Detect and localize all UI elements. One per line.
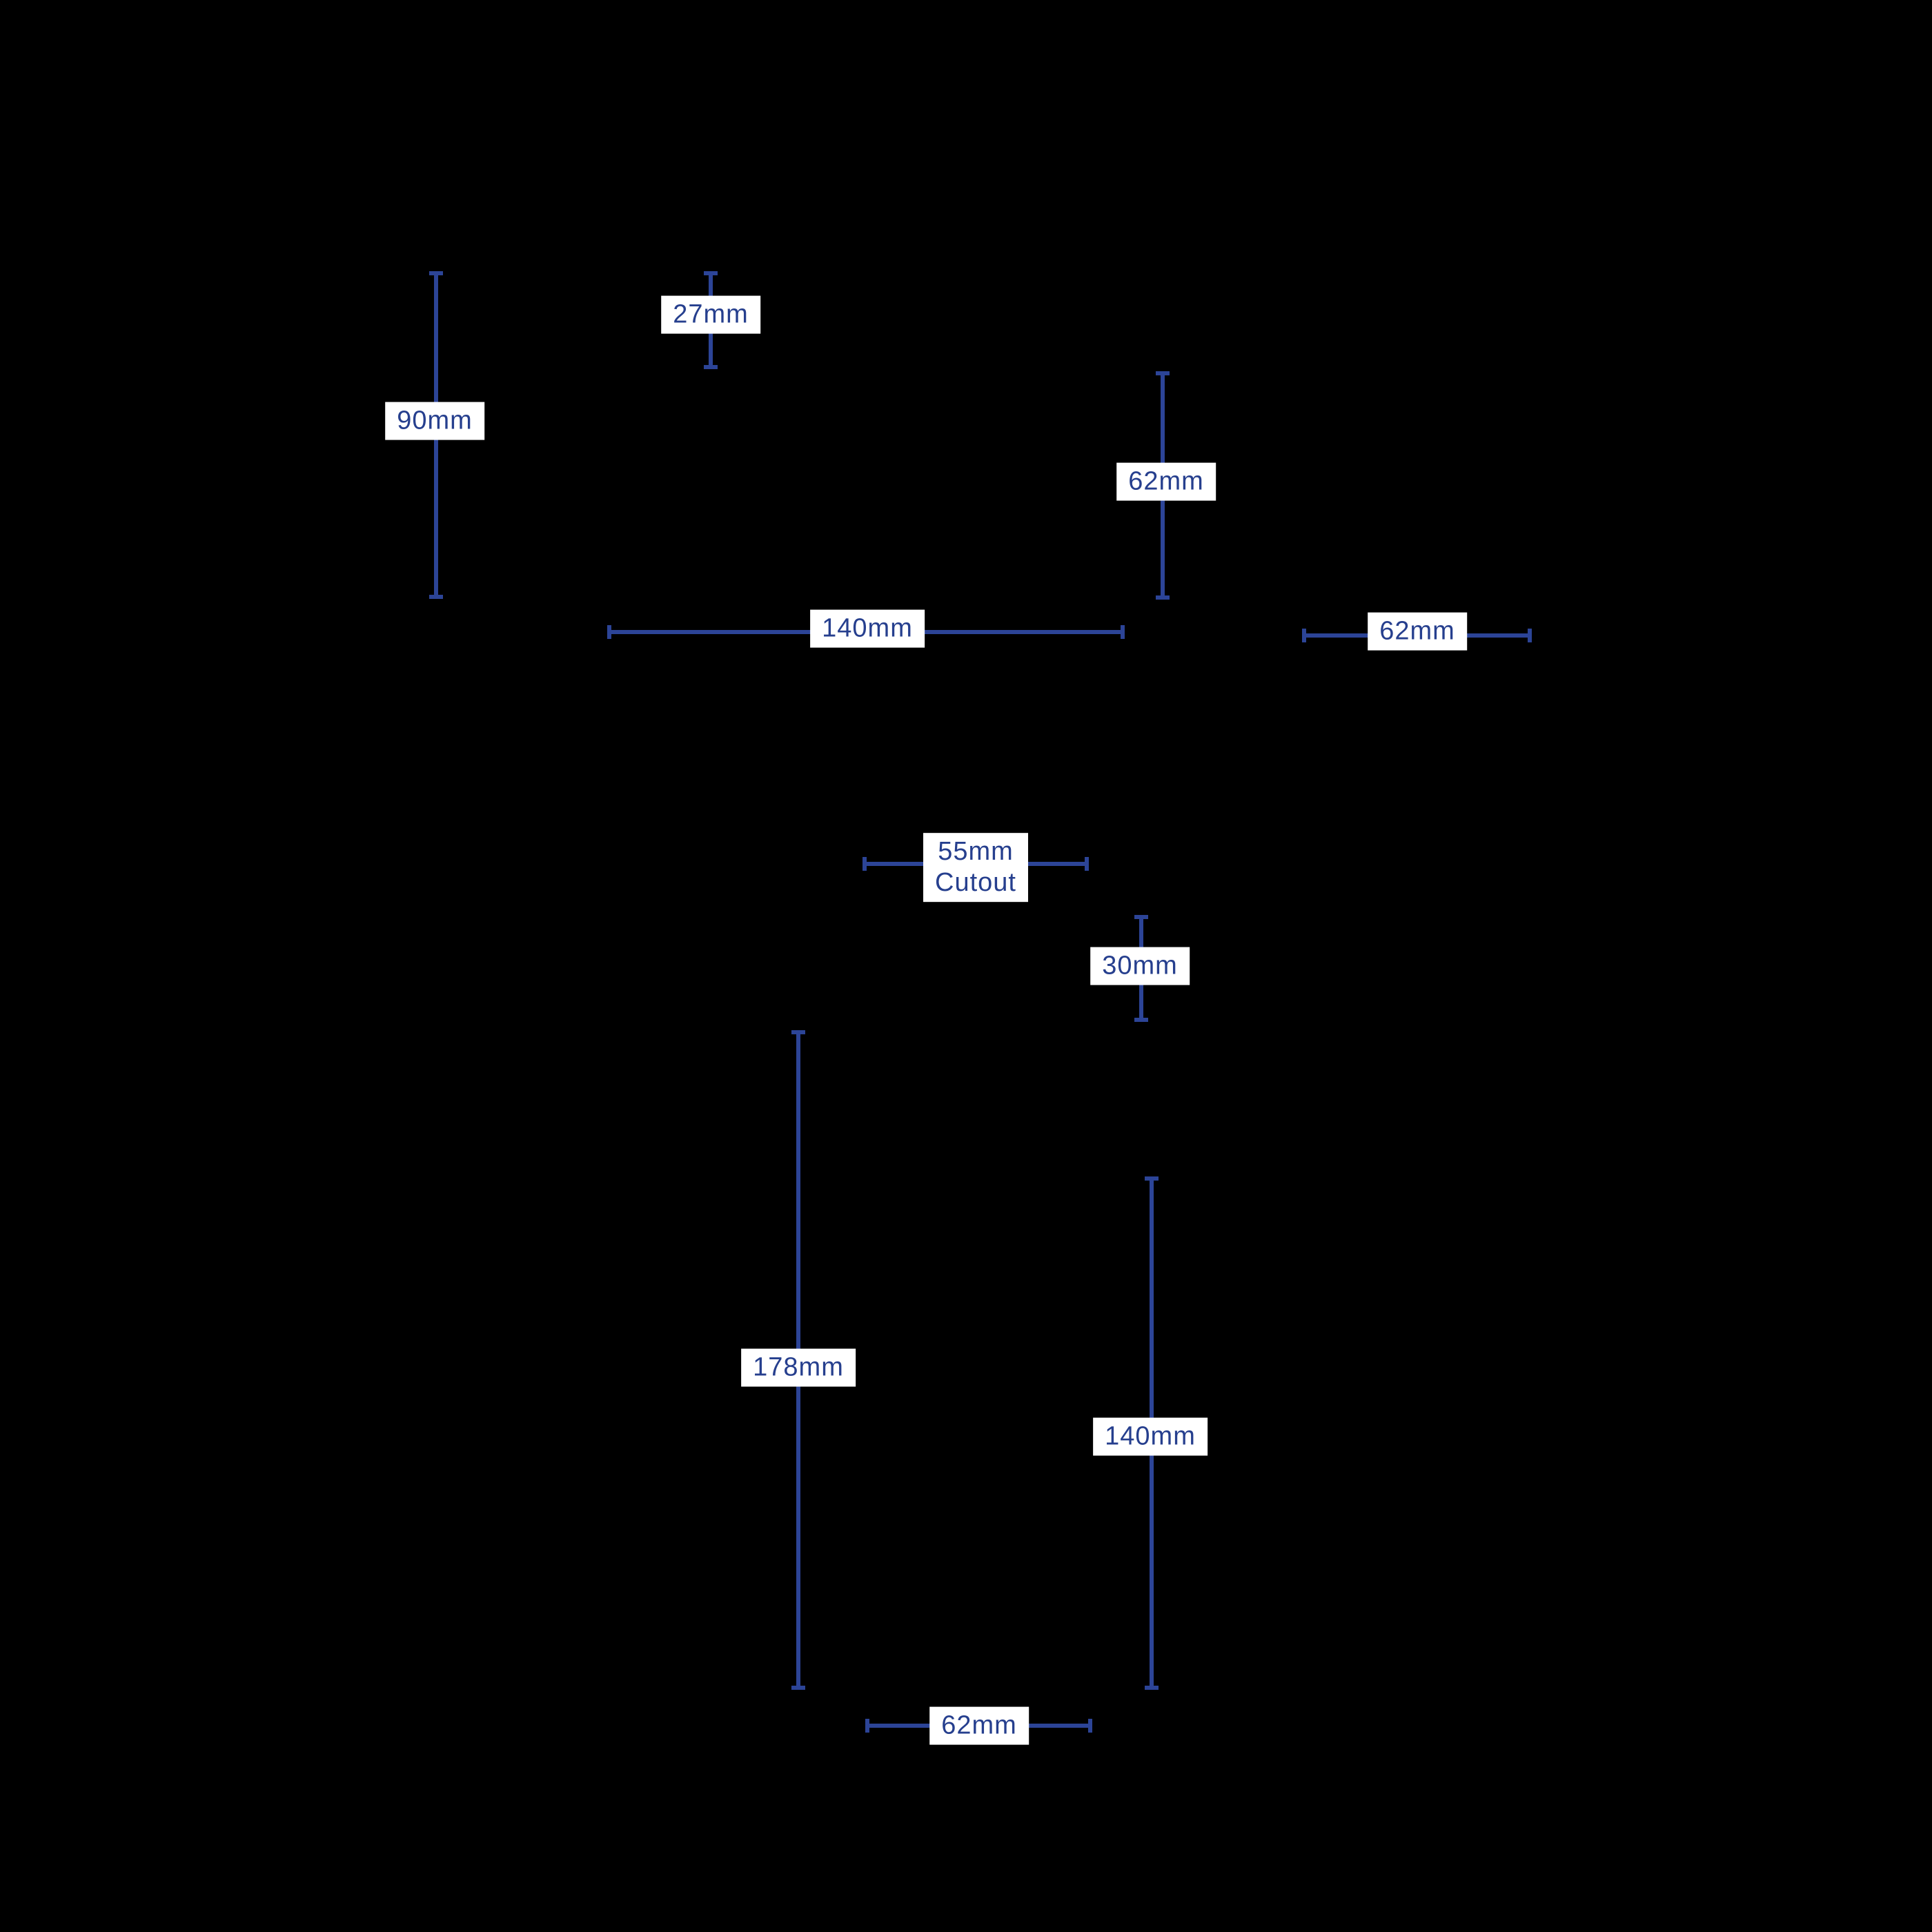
dimension-label-line: 140mm: [822, 613, 913, 643]
dimension-tick: [1302, 629, 1306, 642]
dimension-tick: [791, 1030, 805, 1034]
dimension-label: 178mm: [741, 1348, 856, 1387]
dimension-label-line: 62mm: [1128, 466, 1204, 496]
dimension-label: 62mm: [1368, 612, 1467, 651]
dimension-tick: [1156, 371, 1170, 375]
dimension-tick: [429, 595, 443, 599]
dimension-label-line: 90mm: [397, 406, 473, 435]
dimension-tick: [429, 271, 443, 275]
dimension-tick: [1134, 1018, 1148, 1022]
dimension-tick: [704, 365, 718, 369]
dimension-tick: [1145, 1686, 1159, 1690]
dimension-label-line: 27mm: [673, 299, 749, 329]
dimension-label-line: Cutout: [935, 868, 1016, 897]
dimension-label-line: 62mm: [1379, 616, 1455, 646]
dimension-label-line: 62mm: [941, 1711, 1017, 1740]
dimension-tick: [1145, 1176, 1159, 1181]
dimension-label: 62mm: [929, 1706, 1029, 1745]
dimension-label: 62mm: [1116, 462, 1216, 501]
dimension-tick: [704, 271, 718, 275]
dimension-label: 140mm: [1093, 1417, 1208, 1456]
dimension-label: 140mm: [810, 609, 925, 648]
dimension-label: 90mm: [385, 402, 484, 440]
dimension-label-line: 140mm: [1105, 1421, 1196, 1451]
dimension-label: 27mm: [661, 295, 760, 334]
dimension-tick: [1121, 625, 1125, 639]
dimension-tick: [607, 625, 611, 639]
dimension-tick: [1088, 1719, 1092, 1733]
dimension-tick: [1134, 915, 1148, 919]
dimension-label-line: 55mm: [938, 837, 1014, 867]
dimension-tick: [791, 1686, 805, 1690]
dimension-tick: [865, 1719, 869, 1733]
dimension-label-line: 178mm: [753, 1352, 844, 1382]
dimension-label-line: 30mm: [1102, 951, 1178, 980]
dimension-tick: [1528, 629, 1532, 642]
dimension-tick: [1156, 595, 1170, 600]
dimension-tick: [862, 857, 867, 871]
dimension-tick: [1085, 857, 1089, 871]
dimension-label: 30mm: [1090, 947, 1190, 985]
